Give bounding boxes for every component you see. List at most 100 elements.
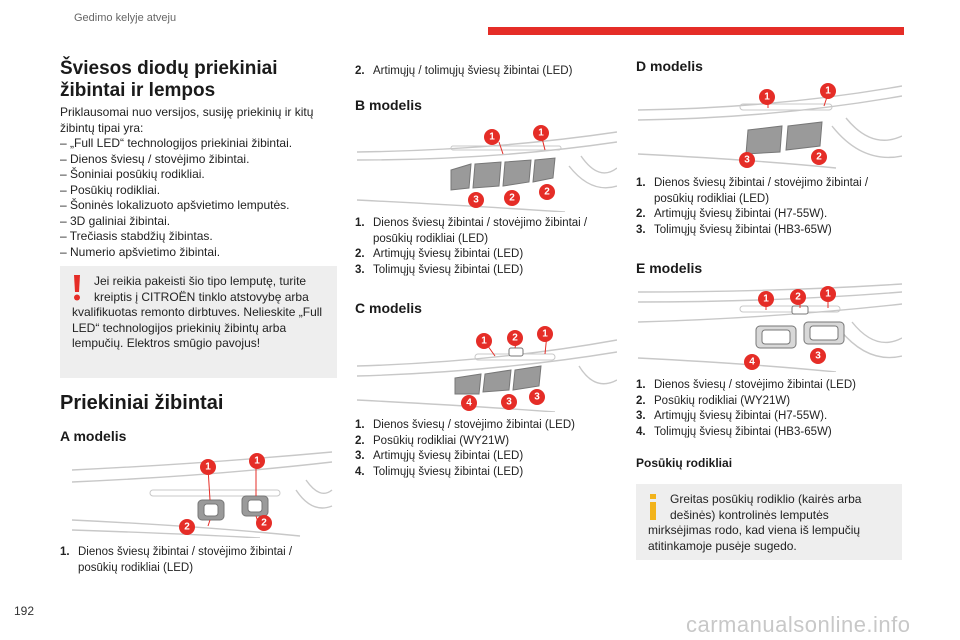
svg-text:3: 3: [473, 195, 479, 206]
callout-1: 1: [476, 333, 492, 349]
callout-2: 2: [256, 515, 272, 531]
callout-2: 2: [539, 184, 555, 200]
svg-text:1: 1: [538, 128, 544, 139]
page-number: 192: [14, 604, 35, 618]
svg-text:3: 3: [506, 397, 512, 408]
callout-3: 3: [529, 389, 545, 405]
callout-2: 2: [811, 149, 827, 165]
legend-item: 1.Dienos šviesų / stovėjimo žibintai (LE…: [355, 419, 575, 431]
svg-text:2: 2: [184, 522, 190, 533]
bulb-type-list: – „Full LED“ technologijos priekiniai ži…: [60, 136, 335, 260]
list-item: – Šoniniai posūkių rodikliai.: [60, 167, 205, 181]
exclamation-icon: [74, 275, 80, 301]
svg-text:1: 1: [825, 289, 831, 300]
legend-item: 1.Dienos šviesų / stovėjimo žibintai (LE…: [636, 379, 856, 391]
svg-text:2: 2: [261, 518, 267, 529]
model-a-legend: 1.Dienos šviesų žibintai / stovėjimo žib…: [60, 545, 330, 576]
svg-text:3: 3: [815, 351, 821, 362]
model-e-title: E modelis: [636, 260, 703, 276]
svg-text:1: 1: [254, 456, 260, 467]
warning-box: Jei reikia pakeisti šio tipo lemputę, tu…: [60, 266, 337, 378]
model-d-illustration: 1 1 3 2: [637, 83, 902, 169]
list-item: – Trečiasis stabdžių žibintas.: [60, 229, 213, 243]
svg-text:3: 3: [534, 392, 540, 403]
model-c-illustration: 1 2 1 4 3 3: [356, 326, 617, 412]
svg-text:4: 4: [749, 357, 755, 368]
callout-3: 3: [810, 348, 826, 364]
svg-text:3: 3: [744, 155, 750, 166]
info-icon: [650, 494, 656, 520]
model-c-legend: 1.Dienos šviesų / stovėjimo žibintai (LE…: [355, 418, 617, 480]
callout-1: 1: [484, 129, 500, 145]
callout-3: 3: [501, 394, 517, 410]
legend-item: 3.Artimųjų šviesų žibintai (H7-55W).: [636, 410, 828, 422]
headlamps-title: Priekiniai žibintai: [60, 392, 224, 414]
legend-item: 2.Artimųjų šviesų žibintai (H7-55W).: [636, 208, 828, 220]
callout-1: 1: [759, 89, 775, 105]
svg-text:2: 2: [795, 292, 801, 303]
callout-4: 4: [461, 395, 477, 411]
list-item: – Šoninės lokalizuoto apšvietimo lemputė…: [60, 198, 290, 212]
callout-2: 2: [504, 190, 520, 206]
model-d-legend: 1.Dienos šviesų žibintai / stovėjimo žib…: [636, 176, 902, 238]
legend-item: 1.Dienos šviesų žibintai / stovėjimo žib…: [60, 546, 293, 574]
header-accent-bar: [488, 27, 904, 35]
legend-item: 2.Posūkių rodikliai (WY21W): [355, 434, 510, 447]
info-line-2: dešinės) kontrolinės lemputės: [670, 507, 829, 522]
list-item: – „Full LED“ technologijos priekiniai ži…: [60, 136, 293, 150]
model-b-illustration: 1 1 3 2 2: [356, 125, 617, 212]
intro-text: Priklausomai nuo versijos, susiję prieki…: [60, 105, 314, 135]
legend-item: 2.Posūkių rodikliai (WY21W): [636, 394, 791, 407]
info-rest: mirksėjimas rodo, kad viena iš lempučių …: [648, 523, 861, 553]
callout-2: 2: [790, 289, 806, 305]
section-header: Gedimo kelyje atveju: [74, 12, 177, 24]
legend-item: 4.Tolimųjų šviesų žibintai (LED): [355, 465, 524, 478]
callout-4: 4: [744, 354, 760, 370]
callout-3: 3: [468, 192, 484, 208]
callout-2: 2: [179, 519, 195, 535]
callout-3: 3: [739, 152, 755, 168]
page-title: Šviesos diodų priekiniai žibintai ir lem…: [60, 58, 278, 101]
callout-1: 1: [249, 453, 265, 469]
legend-item: 3.Artimųjų šviesų žibintai (LED): [355, 450, 524, 462]
callout-1: 1: [200, 459, 216, 475]
legend-item: 1.Dienos šviesų žibintai / stovėjimo žib…: [355, 217, 588, 245]
legend-item: 3.Tolimųjų šviesų žibintai (LED): [355, 263, 524, 276]
svg-text:1: 1: [825, 86, 831, 97]
turn-signals-title: Posūkių rodikliai: [636, 456, 733, 470]
callout-1: 1: [758, 291, 774, 307]
model-e-legend: 1.Dienos šviesų / stovėjimo žibintai (LE…: [636, 378, 902, 440]
callout-1: 1: [537, 326, 553, 342]
svg-text:1: 1: [763, 294, 769, 305]
info-box: Greitas posūkių rodiklio (kairės arba de…: [636, 484, 902, 560]
warning-rest: kvalifikuotas remonto dirbtuves. Neliesk…: [72, 305, 323, 350]
svg-text:1: 1: [542, 329, 548, 340]
legend-item: 2.Artimųjų šviesų žibintai (LED): [355, 248, 524, 260]
model-b-title: B modelis: [355, 97, 422, 113]
model-a-legend-continued: 2.Artimųjų / tolimųjų šviesų žibintai (L…: [355, 64, 615, 80]
svg-text:1: 1: [489, 132, 495, 143]
model-d-title: D modelis: [636, 58, 703, 74]
callout-1: 1: [820, 286, 836, 302]
callout-1: 1: [533, 125, 549, 141]
watermark: carmanualsonline.info: [686, 612, 911, 637]
list-item: – Posūkių rodikliai.: [60, 182, 161, 197]
model-a-title: A modelis: [60, 428, 127, 444]
callout-1: 1: [820, 83, 836, 99]
svg-text:4: 4: [466, 398, 472, 409]
warning-line-2: kreiptis į CITROËN tinklo atstovybę arba: [94, 289, 309, 304]
svg-text:2: 2: [512, 333, 518, 344]
callout-2: 2: [507, 330, 523, 346]
svg-text:2: 2: [544, 187, 550, 198]
legend-item: 2.Artimųjų / tolimųjų šviesų žibintai (L…: [355, 65, 573, 77]
svg-text:2: 2: [816, 152, 822, 163]
model-e-illustration: 1 2 1 4 3: [637, 283, 902, 372]
model-c-title: C modelis: [355, 300, 422, 316]
svg-text:1: 1: [481, 336, 487, 347]
legend-item: 3.Tolimųjų šviesų žibintai (HB3-65W): [636, 223, 832, 236]
legend-item: 1.Dienos šviesų žibintai / stovėjimo žib…: [636, 177, 869, 205]
list-item: – Dienos šviesų / stovėjimo žibintai.: [60, 151, 250, 166]
svg-text:1: 1: [205, 462, 211, 473]
info-line-1: Greitas posūkių rodiklio (kairės arba: [670, 492, 862, 506]
list-item: – 3D galiniai žibintai.: [60, 213, 171, 228]
